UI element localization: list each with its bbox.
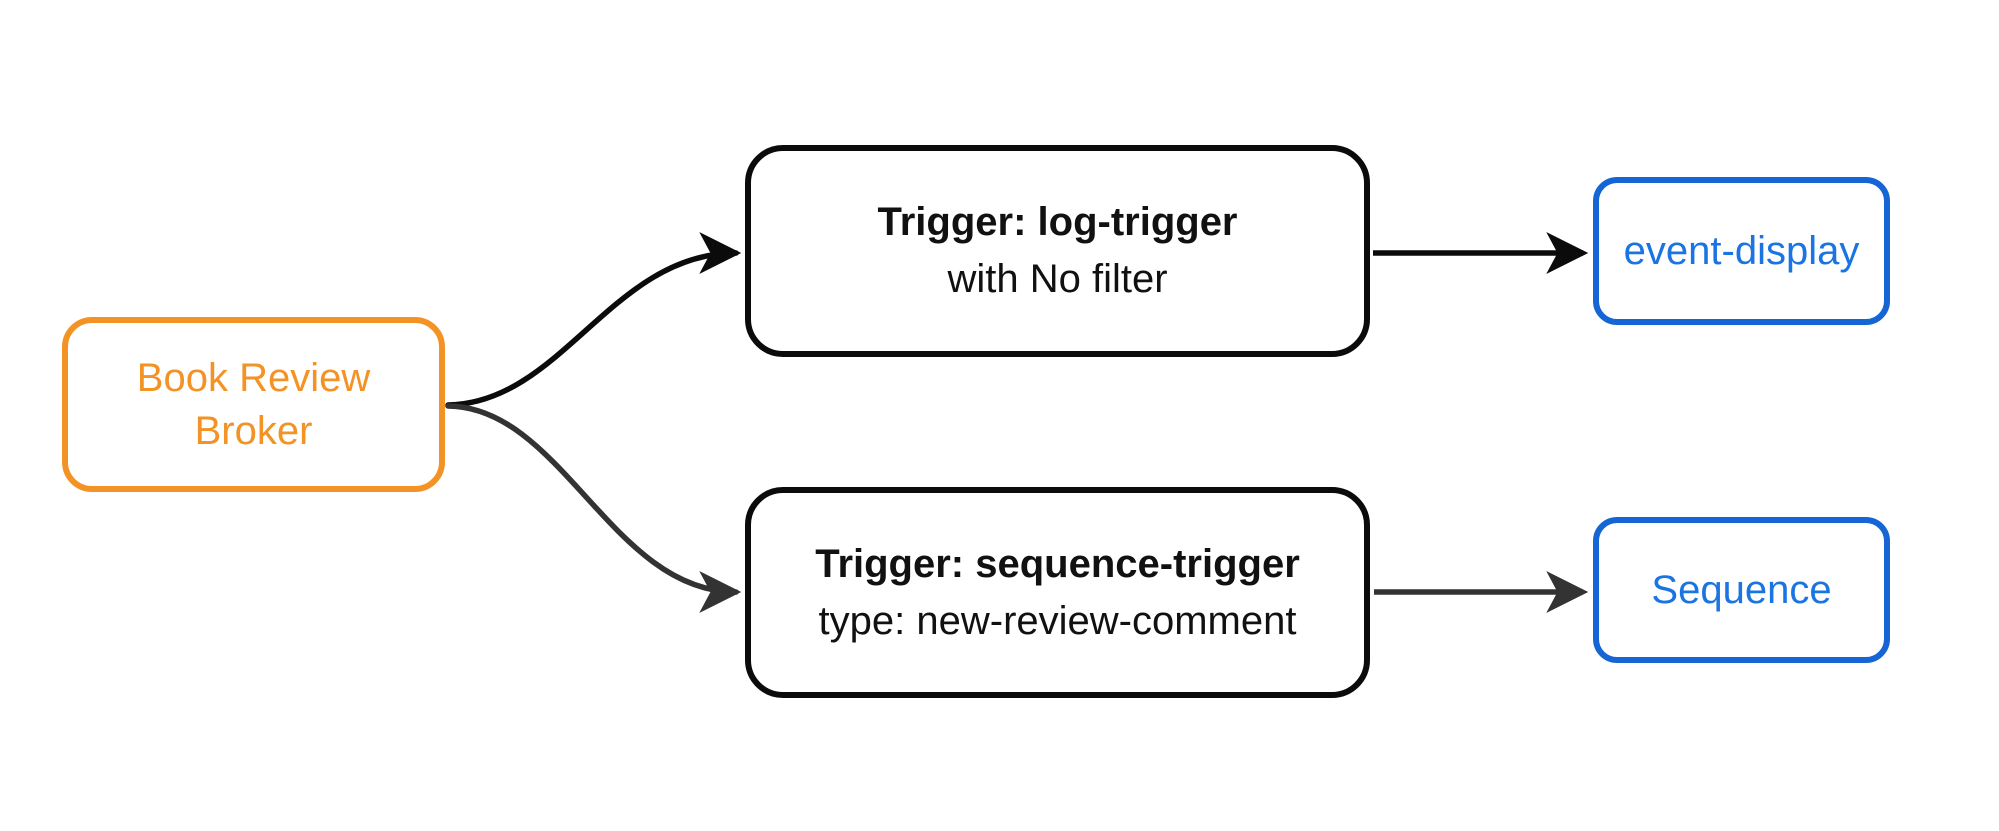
sequence-label: Sequence bbox=[1651, 567, 1832, 612]
event-display-label: event-display bbox=[1623, 228, 1860, 273]
broker-label-line1: Book Review bbox=[136, 355, 371, 400]
sequence-trigger-title: Trigger: sequence-trigger bbox=[815, 541, 1300, 586]
log-trigger-subtitle: with No filter bbox=[947, 257, 1168, 301]
log-trigger-title: Trigger: log-trigger bbox=[877, 200, 1238, 244]
edge-broker-to-sequence-trigger bbox=[445, 403, 742, 613]
node-sequence: Sequence bbox=[1593, 517, 1890, 663]
node-log-trigger: Trigger: log-trigger with No filter bbox=[745, 145, 1370, 357]
node-book-review-broker: Book Review Broker bbox=[62, 317, 445, 492]
sequence-trigger-subtitle: type: new-review-comment bbox=[818, 598, 1297, 643]
broker-label-line2: Broker bbox=[194, 408, 313, 453]
node-event-display: event-display bbox=[1593, 177, 1890, 325]
edge-broker-to-log-trigger bbox=[445, 232, 742, 408]
node-sequence-trigger: Trigger: sequence-trigger type: new-revi… bbox=[745, 487, 1370, 698]
